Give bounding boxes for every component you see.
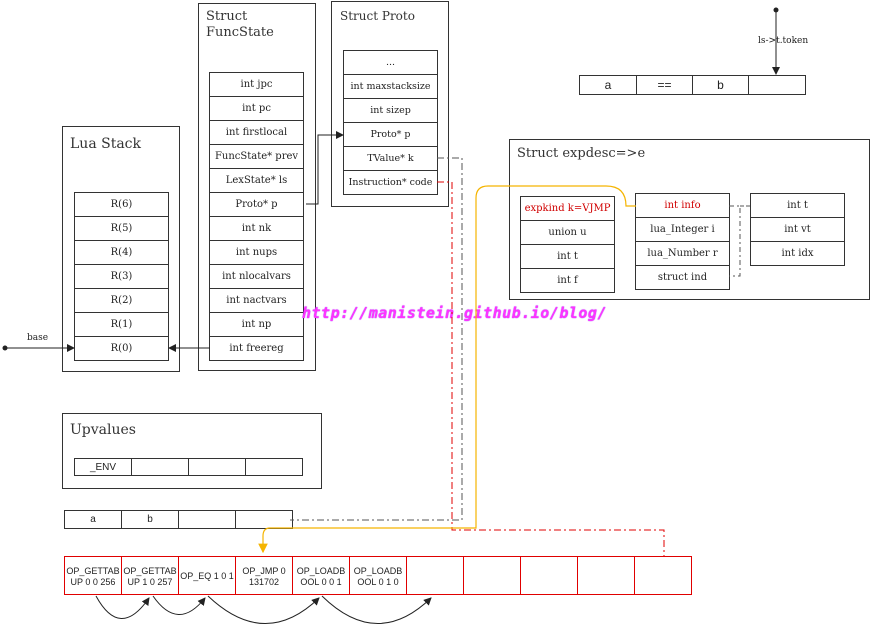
expdesc-ind-field: int t	[750, 193, 845, 218]
proto-title: Struct Proto	[340, 9, 415, 23]
base-label: base	[27, 333, 49, 343]
expdesc-ind-field: int vt	[750, 217, 845, 242]
funcstate-field: FuncState* prev	[209, 144, 304, 169]
expdesc-field: union u	[520, 220, 615, 245]
upvalue-cell: _ENV	[74, 458, 132, 476]
stack-register: R(6)	[74, 192, 169, 217]
proto-field: Proto* p	[343, 122, 438, 147]
instruction-text: OOL 0 1 0	[357, 576, 399, 587]
instruction-cell	[463, 556, 521, 595]
proto-field: TValue* k	[343, 146, 438, 171]
stack-register: R(3)	[74, 264, 169, 289]
expdesc-union-field: lua_Integer i	[635, 217, 730, 242]
upvalue-cell	[188, 458, 246, 476]
funcstate-field: int firstlocal	[209, 120, 304, 145]
expdesc-union-field: struct ind	[635, 265, 730, 290]
instruction-text: UP 0 0 256	[70, 576, 116, 587]
token-cell: ==	[636, 75, 693, 95]
expdesc-title: Struct expdesc=>e	[517, 146, 646, 161]
proto-field: ...	[343, 50, 438, 75]
instruction-text: UP 1 0 257	[127, 576, 173, 587]
token-cell	[748, 75, 806, 95]
instruction-text: OP_LOADB	[353, 565, 403, 576]
flow-arc-2	[152, 595, 206, 615]
flow-arc-3	[207, 595, 320, 624]
instruction-text: 131702	[248, 576, 280, 587]
constant-cell	[178, 510, 236, 529]
stack-register: R(5)	[74, 216, 169, 241]
stack-register: R(2)	[74, 288, 169, 313]
instruction-text: OP_LOADB	[296, 565, 346, 576]
stack-register: R(0)	[74, 336, 169, 361]
funcstate-field: int nlocalvars	[209, 264, 304, 289]
blog-url-watermark: http://manistein.github.io/blog/	[302, 304, 607, 322]
constant-cell	[235, 510, 293, 529]
funcstate-field: LexState* ls	[209, 168, 304, 193]
stack-register: R(1)	[74, 312, 169, 337]
upvalue-cell	[131, 458, 189, 476]
expdesc-union-field: int info	[635, 193, 730, 218]
instruction-cell	[520, 556, 578, 595]
funcstate-field: int freereg	[209, 336, 304, 361]
funcstate-field: Proto* p	[209, 192, 304, 217]
token-label: ls->t.token	[758, 36, 809, 46]
instruction-cell	[577, 556, 635, 595]
instruction-cell: OP_EQ 1 0 1	[178, 556, 236, 595]
token-cell: b	[692, 75, 749, 95]
instruction-text: OP_GETTAB	[66, 565, 120, 576]
funcstate-title-line1: Struct	[206, 9, 248, 24]
instruction-text: OP_GETTAB	[123, 565, 177, 576]
funcstate-title-line2: FuncState	[206, 25, 274, 40]
funcstate-field: int nk	[209, 216, 304, 241]
instruction-text: OP_JMP 0	[242, 565, 286, 576]
flow-arc-1	[95, 595, 150, 619]
instruction-cell	[406, 556, 464, 595]
instruction-text: OP_EQ 1 0 1	[180, 571, 234, 581]
instruction-text: OOL 0 0 1	[300, 576, 342, 587]
funcstate-field: int nactvars	[209, 288, 304, 313]
funcstate-field: int jpc	[209, 72, 304, 97]
funcstate-field: int nups	[209, 240, 304, 265]
expdesc-field: int t	[520, 244, 615, 269]
funcstate-field: int np	[209, 312, 304, 337]
expdesc-field: int f	[520, 268, 615, 293]
upvalues-title: Upvalues	[70, 422, 136, 438]
expdesc-ind-field: int idx	[750, 241, 845, 266]
upvalues-panel: Upvalues	[62, 413, 322, 489]
stack-register: R(4)	[74, 240, 169, 265]
funcstate-field: int pc	[209, 96, 304, 121]
instruction-cell	[634, 556, 692, 595]
expdesc-union-field: lua_Number r	[635, 241, 730, 266]
upvalue-cell	[245, 458, 303, 476]
expdesc-field: expkind k=VJMP	[520, 196, 615, 221]
lua-stack-title: Lua Stack	[70, 136, 141, 152]
constant-cell: a	[64, 510, 122, 529]
proto-field: int sizep	[343, 98, 438, 123]
proto-field: int maxstacksize	[343, 74, 438, 99]
token-cell: a	[579, 75, 637, 95]
constant-cell: b	[121, 510, 179, 529]
flow-arc-4	[321, 595, 432, 624]
proto-field: Instruction* code	[343, 170, 438, 195]
